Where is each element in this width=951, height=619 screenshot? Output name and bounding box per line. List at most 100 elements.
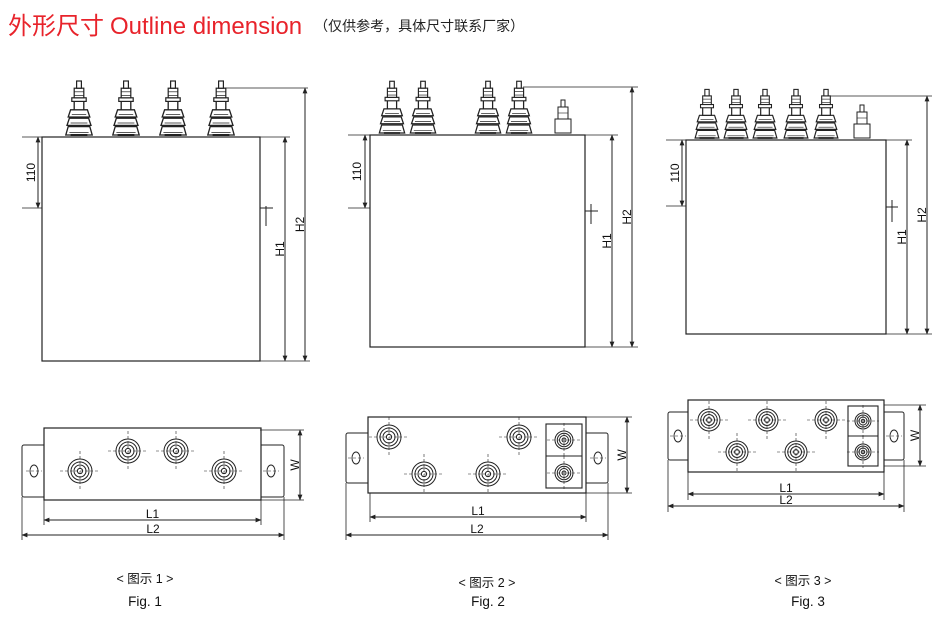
dim-l2-label: L2 — [146, 522, 160, 536]
terminal-ring — [382, 430, 396, 444]
bushing-shed — [379, 116, 405, 125]
bushing-4 — [783, 88, 809, 139]
terminal-ring — [755, 408, 779, 432]
terminal-ring — [211, 458, 237, 484]
terminal-tip — [560, 99, 566, 108]
terminal-ring — [559, 468, 569, 478]
terminal-ring — [561, 437, 567, 443]
dim-h2-label: H2 — [293, 217, 307, 233]
bushing-shed — [114, 109, 138, 118]
bushing-shed — [476, 108, 500, 117]
bushing-tip — [217, 80, 225, 89]
bushing-shed — [723, 129, 749, 139]
bushing-tip — [420, 80, 426, 89]
dim-110-label: 110 — [668, 163, 682, 182]
dim-l1-label: L1 — [146, 507, 160, 521]
bushing-shed — [694, 129, 720, 139]
bushing-shed — [753, 122, 777, 130]
bushing-1 — [64, 80, 94, 136]
terminal-top-2 — [718, 433, 756, 471]
terminal-ring — [118, 441, 138, 461]
bushing-tip — [75, 80, 83, 89]
terminal-ring — [790, 446, 802, 458]
terminal-ring — [169, 444, 183, 458]
bushing-shed — [724, 122, 748, 130]
terminal-ring — [700, 411, 718, 429]
ground-terminal-circle-2 — [847, 436, 879, 468]
terminal-top-2 — [404, 454, 444, 494]
capacitor-case — [41, 136, 261, 362]
bushing-shed — [160, 117, 186, 127]
bushing-3 — [474, 80, 502, 134]
figure-3-caption: < 图示 3 > — [775, 574, 832, 588]
tab-left — [667, 411, 691, 461]
dim-l2-label: L2 — [779, 493, 793, 507]
terminal-ring — [787, 443, 805, 461]
capacitor-case — [369, 134, 586, 348]
terminal-ring — [73, 464, 87, 478]
case-top — [43, 427, 262, 501]
bushing-shed — [161, 109, 185, 118]
terminal-box — [853, 123, 871, 139]
figure-1-caption: < 图示 1 > — [117, 572, 174, 586]
bushing-shed — [113, 117, 139, 127]
dim-h2-label: H2 — [915, 207, 929, 223]
bushing-1 — [378, 80, 406, 134]
bushing-2 — [409, 80, 437, 134]
terminal-ring — [115, 438, 141, 464]
bushing-tip — [389, 80, 395, 89]
bushing-stud — [215, 87, 227, 99]
bushing-shed — [208, 117, 234, 127]
bushing-tip — [733, 88, 739, 97]
bushing-shed — [725, 114, 747, 123]
terminal-ring — [163, 438, 189, 464]
terminal-ring — [860, 449, 866, 455]
bushing-stud — [791, 95, 801, 106]
terminal-ring — [217, 464, 231, 478]
dim-l1-label: L1 — [779, 481, 793, 495]
terminal-ring — [860, 418, 866, 424]
dim-h2-label: H2 — [620, 209, 634, 225]
bushing-shed — [813, 129, 839, 139]
terminal-ring — [856, 414, 870, 428]
terminal-ring — [220, 467, 228, 475]
dim-h1-label: H1 — [600, 233, 614, 249]
terminal-ring — [376, 424, 402, 450]
dim-110-label: 110 — [350, 162, 364, 181]
dim-w-label: W — [908, 429, 922, 441]
bushing-tip — [823, 88, 829, 97]
bushing-shed — [505, 124, 533, 134]
bushing-shed — [506, 116, 532, 125]
bushing-shed — [67, 109, 91, 118]
bushing-stud — [167, 87, 179, 99]
terminal-top-1 — [690, 401, 728, 439]
bushing-shed — [111, 125, 141, 136]
terminal-ring — [506, 424, 532, 450]
bushing-tip — [704, 88, 710, 97]
figure-2-front-view: H1 H2 110 — [348, 80, 638, 348]
terminal-ring — [379, 427, 399, 447]
ground-terminal — [853, 104, 871, 139]
bushing-stud — [482, 87, 494, 98]
bushing-stud — [702, 95, 712, 106]
title-english: Outline dimension — [110, 13, 303, 40]
bushing-shed — [474, 124, 502, 134]
bushing-3 — [752, 88, 778, 139]
terminal-ring — [731, 446, 743, 458]
terminal-ring — [556, 465, 572, 481]
ground-terminal-circle-1 — [847, 405, 879, 437]
terminal-ring — [725, 440, 749, 464]
terminal-ring — [411, 461, 437, 487]
terminal-ring — [420, 470, 428, 478]
bushing-shed — [209, 109, 233, 118]
terminal-ring — [858, 447, 868, 457]
bushing-stud — [731, 95, 741, 106]
bushing-4 — [206, 80, 236, 136]
terminal-top-1 — [60, 451, 100, 491]
figure-1-label: Fig. 1 — [128, 594, 162, 609]
